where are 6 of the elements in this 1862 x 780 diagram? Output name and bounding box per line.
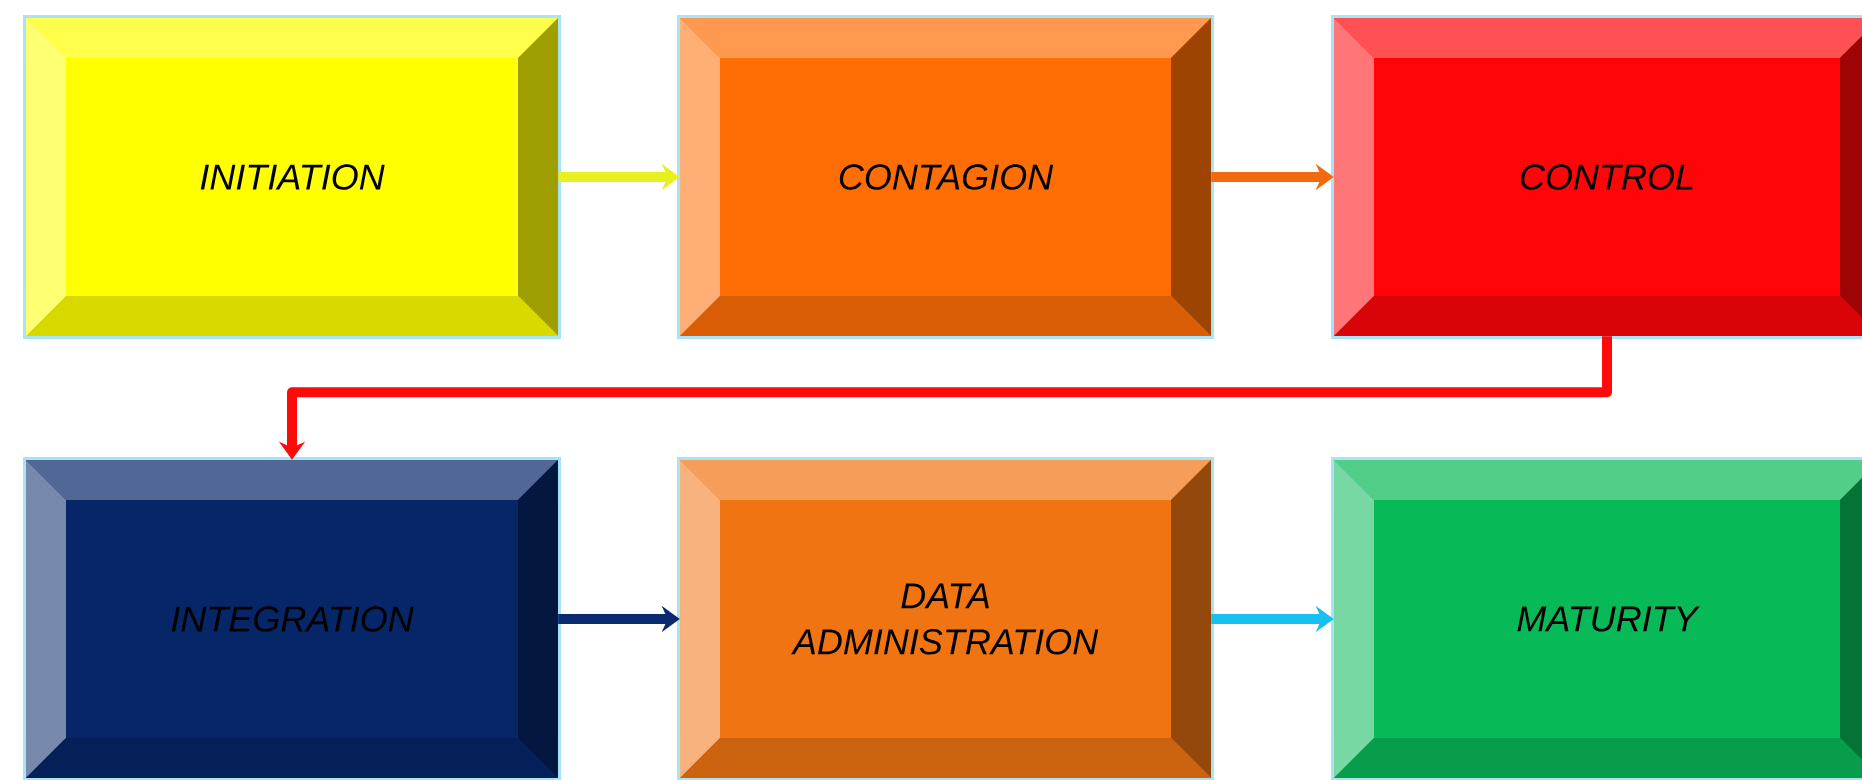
beveled-box: CONTAGION [677, 15, 1214, 339]
beveled-box: INITIATION [23, 15, 561, 339]
beveled-box: CONTROL [1331, 15, 1862, 339]
beveled-box: DATA ADMINISTRATION [677, 457, 1214, 780]
beveled-box: INTEGRATION [23, 457, 561, 780]
beveled-box: MATURITY [1331, 457, 1862, 780]
